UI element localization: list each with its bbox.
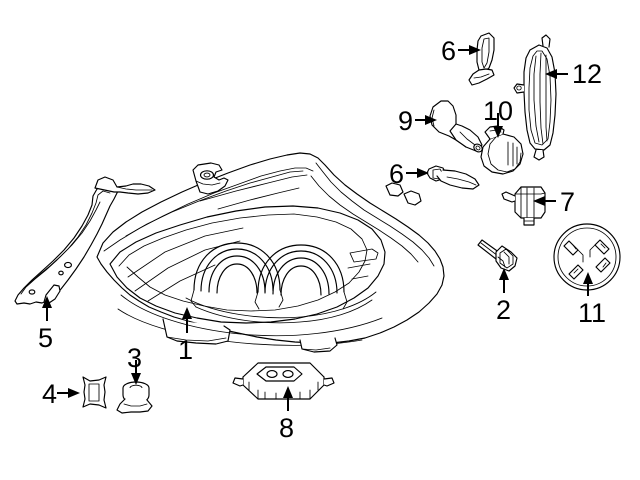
part-connector-plug[interactable] <box>501 186 546 226</box>
part-mount-bushing[interactable] <box>116 381 153 414</box>
part-control-module[interactable] <box>232 362 335 400</box>
callout-label-8[interactable]: 8 <box>279 413 295 443</box>
part-bulb-socket[interactable] <box>480 125 524 175</box>
part-retaining-spring-upper[interactable] <box>468 32 495 86</box>
part-bulb[interactable] <box>429 100 484 154</box>
part-long-access-cover[interactable] <box>513 34 557 161</box>
callout-label-1[interactable]: 1 <box>178 335 194 365</box>
part-screw[interactable] <box>477 239 518 272</box>
part-retaining-spring-lower[interactable] <box>426 165 480 190</box>
part-retainer-clip[interactable] <box>82 376 107 409</box>
callout-label-6-upper[interactable]: 6 <box>441 36 457 66</box>
callout-label-10[interactable]: 10 <box>483 96 514 126</box>
part-headlight-assembly[interactable] <box>96 152 445 353</box>
part-round-access-cover[interactable] <box>553 223 621 291</box>
callout-label-12[interactable]: 12 <box>572 59 603 89</box>
callout-label-6-lower[interactable]: 6 <box>389 159 405 189</box>
callout-label-4[interactable]: 4 <box>42 379 58 409</box>
callout-label-5[interactable]: 5 <box>38 323 54 353</box>
callout-label-11[interactable]: 11 <box>578 298 607 328</box>
callout-label-7[interactable]: 7 <box>560 187 576 217</box>
callout-label-9[interactable]: 9 <box>398 106 414 136</box>
callout-leaders <box>42 45 593 411</box>
callout-label-3[interactable]: 3 <box>127 343 143 373</box>
callout-label-2[interactable]: 2 <box>496 295 512 325</box>
